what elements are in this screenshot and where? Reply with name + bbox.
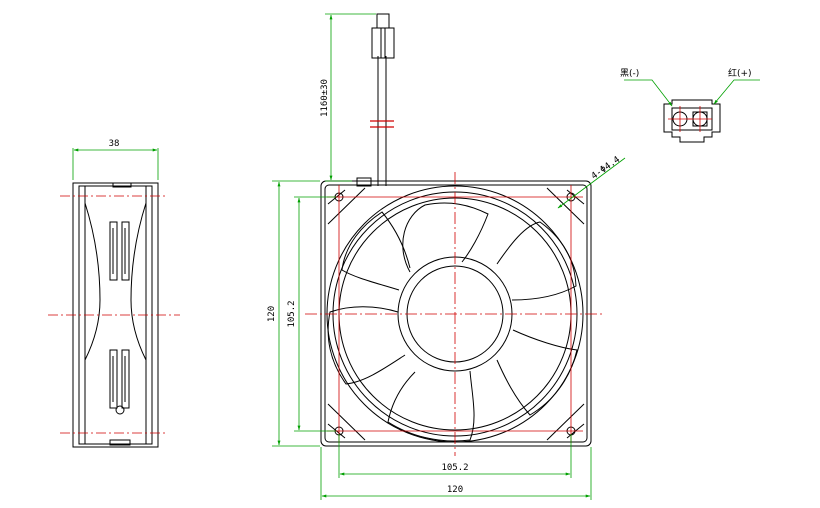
connector-detail xyxy=(663,99,721,143)
front-hole-pitch-v-label: 105.2 xyxy=(287,300,297,327)
front-hole-pitch-h-label: 105.2 xyxy=(441,463,468,473)
side-view-centerlines xyxy=(48,195,180,434)
side-depth-dimension xyxy=(72,148,159,180)
connector-black-label: 黑(-) xyxy=(620,68,639,79)
front-width-label: 120 xyxy=(447,485,463,495)
cable-length-label: 1160±30 xyxy=(320,79,330,117)
connector-red-label: 红(+) xyxy=(728,67,752,79)
connector-centerlines xyxy=(668,106,712,132)
front-view-centerlines xyxy=(305,172,605,456)
connector-leaders xyxy=(624,79,760,107)
mounting-hole-label: 4-Φ4.4 xyxy=(590,155,622,182)
side-view xyxy=(72,182,159,448)
front-height-label: 120 xyxy=(267,306,277,322)
front-view xyxy=(320,13,592,447)
side-depth-label: 38 xyxy=(109,139,120,149)
cable-break-mark xyxy=(370,120,394,128)
front-dimensions xyxy=(272,13,626,500)
